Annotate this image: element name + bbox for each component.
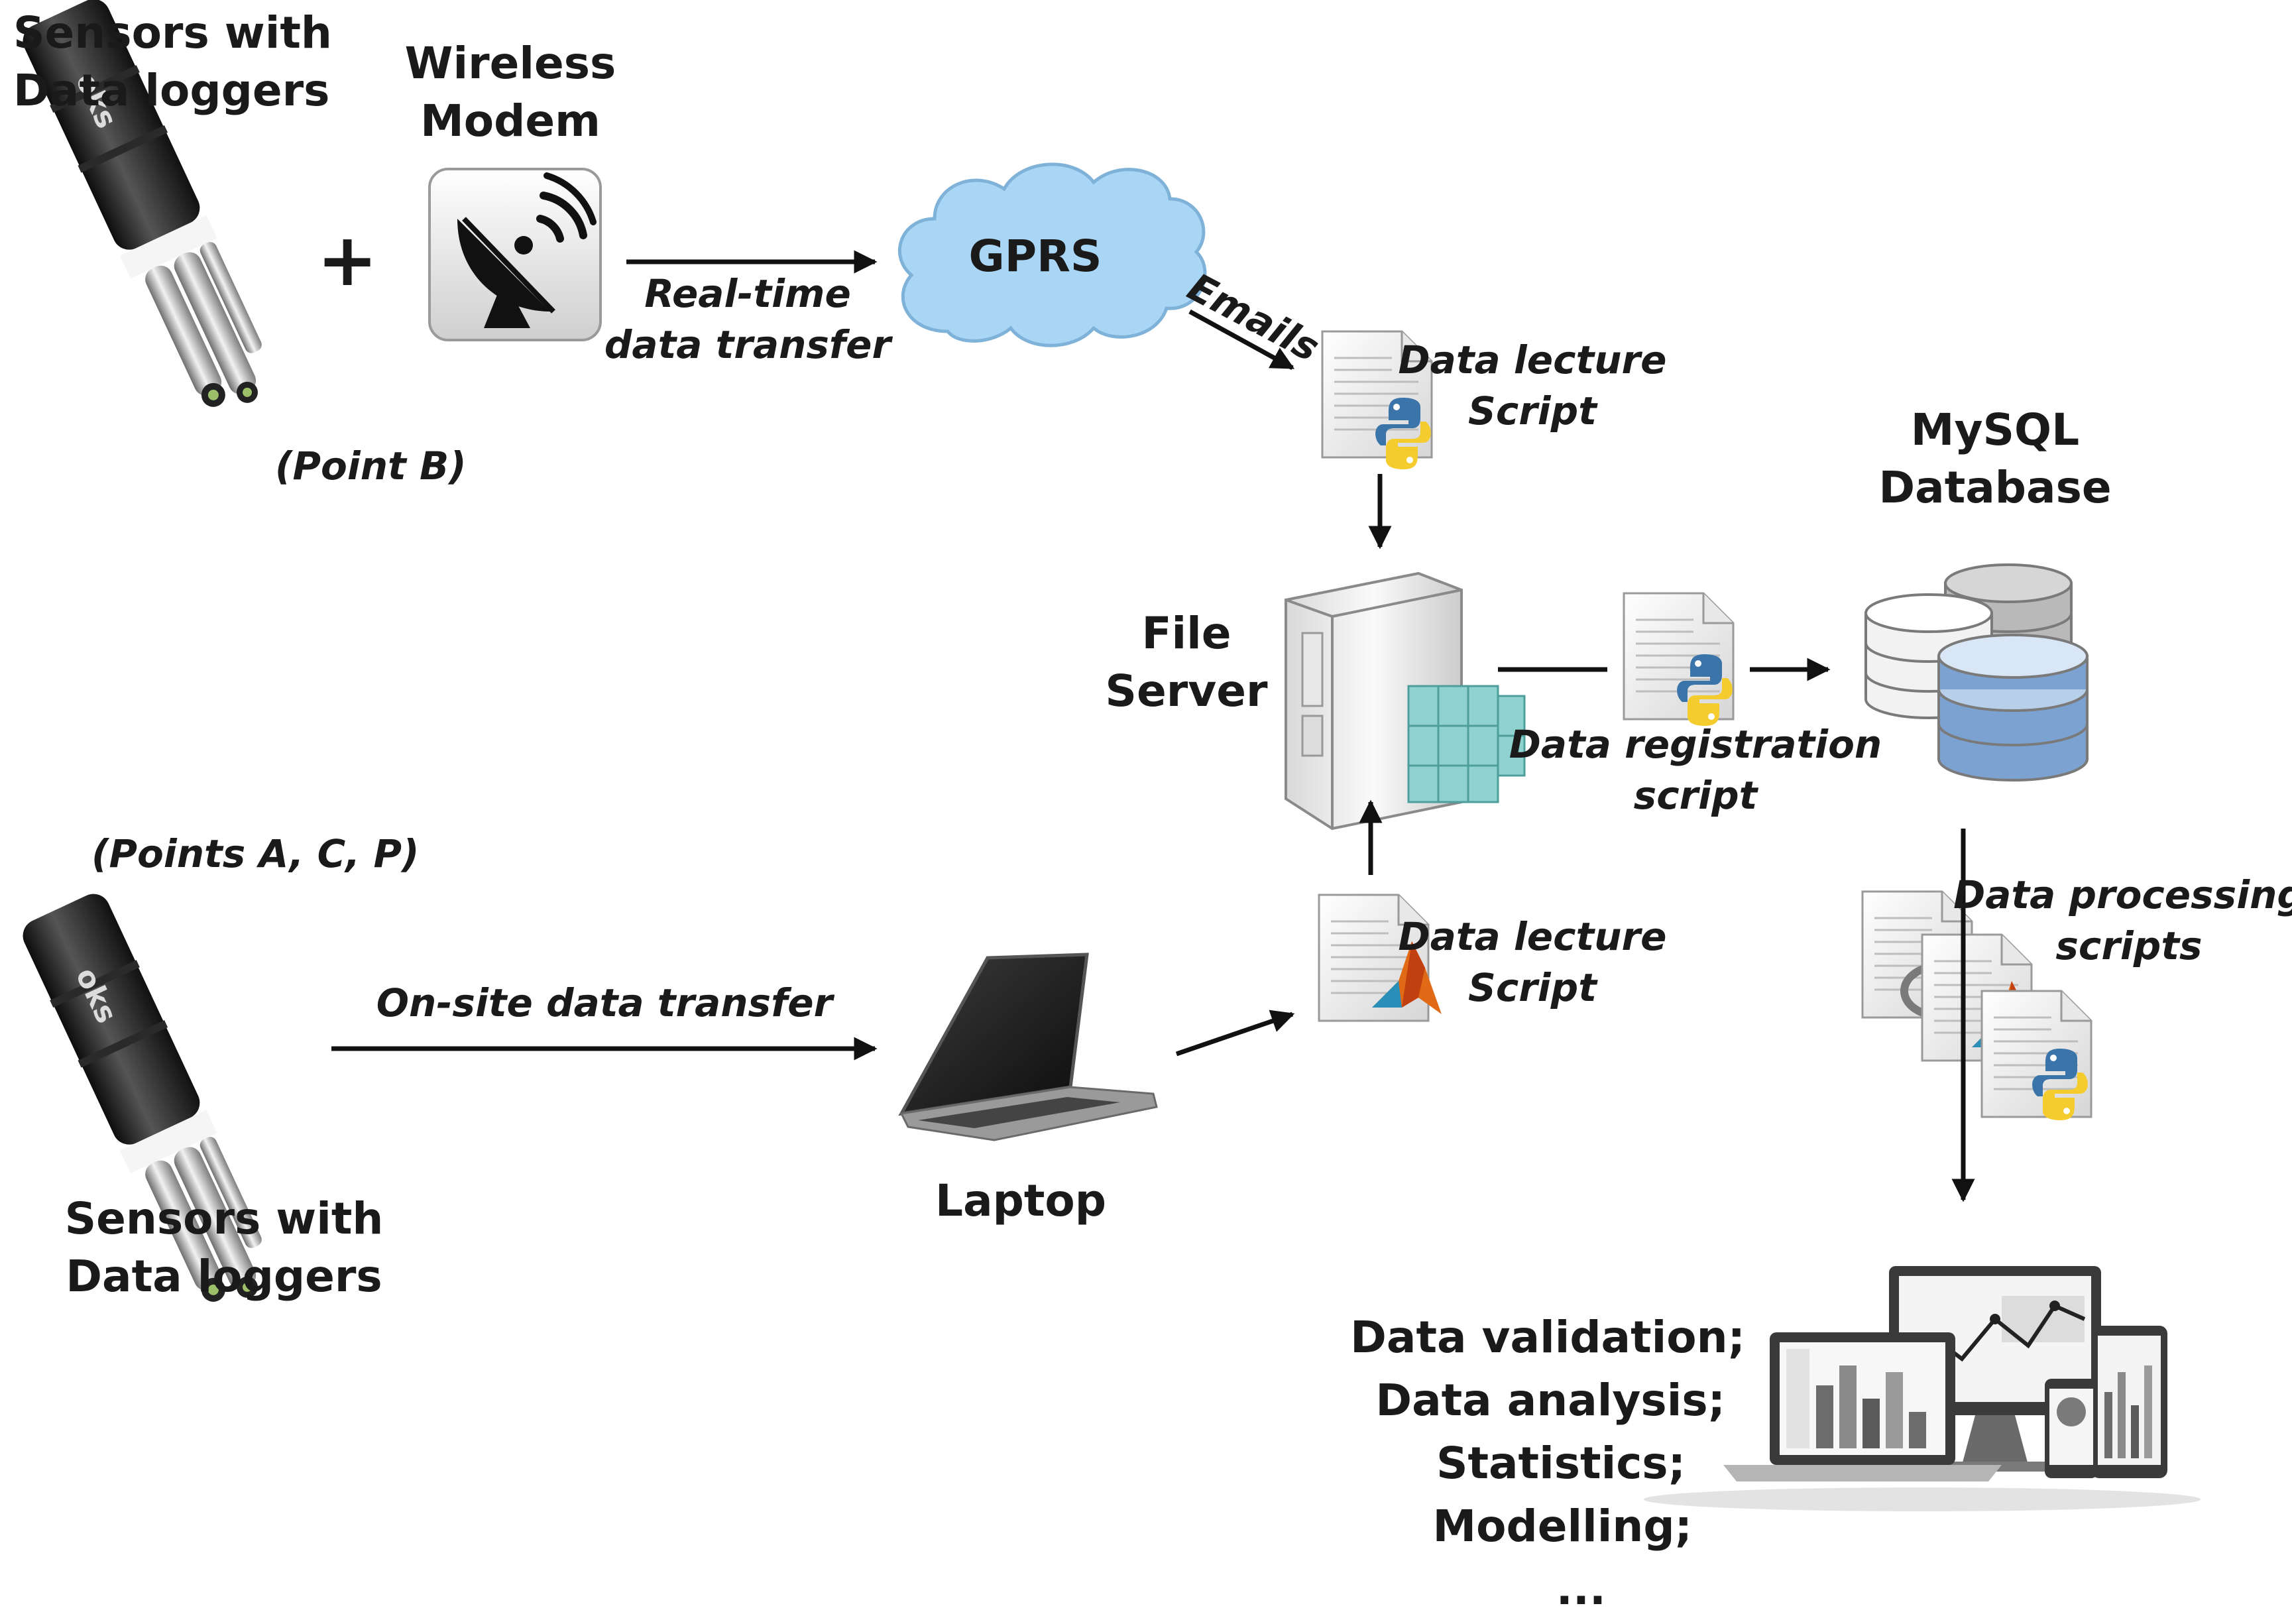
- realtime-transfer-label: Real-time data transfer: [604, 271, 891, 367]
- laptop-label: Laptop: [935, 1175, 1106, 1226]
- points-acp-label: (Points A, C, P): [91, 831, 420, 876]
- sensors-bottom-label: Sensors with Data loggers: [64, 1193, 384, 1303]
- connector-arrows: [331, 250, 1975, 1202]
- server-icon: [1285, 571, 1526, 831]
- onsite-transfer-label: On-site data transfer: [376, 980, 833, 1025]
- satellite-dish-icon: [428, 168, 602, 341]
- mysql-database-label: MySQL Database: [1878, 404, 2112, 514]
- laptop-icon: [898, 953, 1158, 1141]
- analysis-outputs-list: Data validation; Data analysis; Statisti…: [1350, 1312, 1745, 1615]
- wireless-modem-label: Wireless Modem: [404, 38, 616, 147]
- data-processing-scripts-label: Data processing scripts: [1953, 872, 2292, 968]
- plus-sign: +: [317, 217, 378, 302]
- cloud-icon: [898, 162, 1207, 347]
- point-b-label: (Point B): [275, 443, 467, 489]
- gprs-label: GPRS: [968, 231, 1102, 282]
- dashboard-devices-icon: [1644, 1266, 2201, 1511]
- data-registration-script-label: Data registration script: [1509, 722, 1882, 818]
- database-icon: [1864, 563, 2089, 782]
- sensors-top-label: Sensors with Data loggers: [13, 7, 332, 117]
- data-lecture-script-bottom-label: Data lecture Script: [1398, 914, 1667, 1010]
- python-script-icon: [1980, 990, 2092, 1120]
- file-server-label: File Server: [1105, 608, 1268, 717]
- data-lecture-script-top-label: Data lecture Script: [1398, 337, 1667, 434]
- python-script-icon: [1623, 592, 1735, 726]
